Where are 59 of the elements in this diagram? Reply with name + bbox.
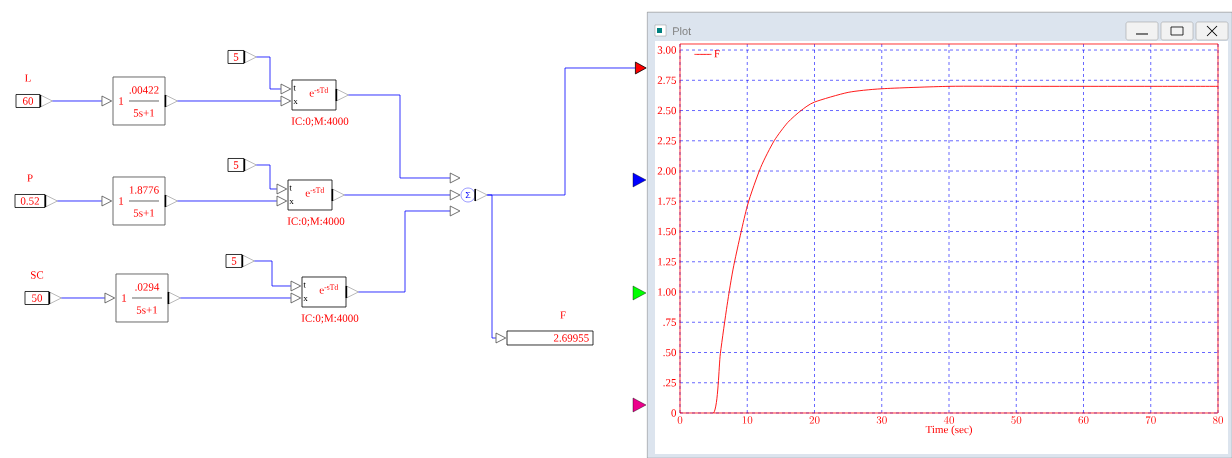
connector-line	[177, 95, 292, 107]
connector-line	[57, 195, 113, 207]
block-label: SC	[31, 271, 44, 279]
y-tick-label: .75	[663, 318, 677, 326]
delay-block: t x e$^{-sTd}$	[287, 179, 345, 211]
y-tick-label: .50	[663, 348, 677, 357]
constant-block: 5	[227, 50, 257, 64]
block-label: P	[27, 174, 33, 182]
connector-line	[256, 56, 292, 95]
constant-block: 5	[227, 158, 257, 172]
constant-block: 50	[24, 291, 62, 305]
x-tick-label: 60	[1078, 416, 1089, 424]
block-label: IC:0;M:4000	[301, 314, 359, 324]
x-tick-label: 70	[1145, 416, 1156, 424]
summing-junction: Σ	[460, 187, 488, 203]
x-tick-label: 80	[1212, 416, 1224, 424]
transfer-function-block: 1 .0294 5s+1	[115, 273, 181, 323]
legend-label: F	[714, 50, 720, 58]
display-block: 2.69955	[506, 330, 594, 346]
connector-line	[348, 94, 461, 184]
y-tick-label: 2.50	[657, 106, 677, 115]
y-tick-label: 2.00	[657, 167, 677, 175]
line-chart: 0 10 20 30 40 50 60 70 80 0 .25 .50 .75 1.00 1.25 1.50 1.75 2.00 2.25 2.50 2.75 3.00 Time (sec) F	[657, 43, 1224, 436]
y-tick-label: 2.75	[657, 76, 677, 85]
x-tick-label: 50	[1011, 416, 1022, 424]
transfer-function-block: 1 .00422 5s+1	[112, 76, 178, 126]
block-label: L	[24, 74, 31, 82]
x-axis-title: Time (sec)	[925, 425, 972, 436]
delay-block: t x e$^{-sTd}$	[291, 79, 349, 111]
x-tick-label: 40	[943, 416, 955, 424]
constant-block: 60	[15, 94, 53, 108]
connector-line	[486, 61, 647, 196]
block-label: F	[560, 311, 566, 319]
delay-block: t x e$^{-sTd}$	[301, 276, 359, 308]
block-label: IC:0;M:4000	[287, 217, 345, 227]
y-tick-label: .25	[663, 379, 677, 387]
connector-line	[52, 95, 113, 107]
x-tick-label: 0	[677, 416, 683, 424]
y-tick-label: 1.50	[658, 227, 677, 236]
y-tick-label: 1.75	[658, 197, 677, 205]
connector-line	[61, 292, 116, 304]
y-tick-label: 2.25	[657, 137, 677, 145]
connector-line	[344, 189, 461, 201]
constant-block: 5	[225, 254, 255, 268]
constant-block: 0.52	[14, 194, 58, 208]
x-tick-label: 30	[876, 416, 887, 424]
y-tick-label: 3.00	[657, 46, 677, 54]
block-label: IC:0;M:4000	[291, 117, 349, 127]
y-tick-label: 0	[671, 409, 677, 417]
connector-line	[180, 292, 302, 304]
x-tick-label: 20	[809, 416, 820, 424]
connector-line	[177, 195, 288, 207]
connector-line	[254, 260, 302, 292]
connector-line	[256, 164, 288, 195]
x-tick-label: 10	[742, 416, 753, 424]
transfer-function-block: 1 1.8776 5s+1	[112, 176, 178, 226]
y-tick-label: 1.25	[658, 258, 677, 266]
connector-line	[358, 205, 461, 293]
y-tick-label: 1.00	[658, 288, 677, 296]
